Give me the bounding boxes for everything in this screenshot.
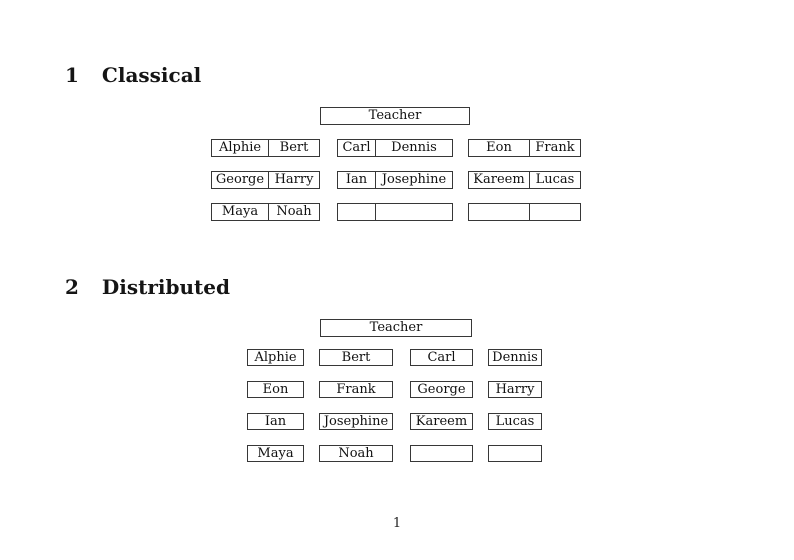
section-title: Classical (101, 63, 202, 87)
seat: Alphie (212, 140, 269, 156)
seat: Maya (212, 204, 269, 220)
seat-empty (530, 204, 580, 220)
distributed-seat: Josephine (319, 413, 393, 430)
seat: Ian (338, 172, 376, 188)
seat: Noah (276, 204, 312, 219)
classical-desk: Alphie Bert (211, 139, 320, 157)
distributed-seat: George (410, 381, 473, 398)
seat-empty (469, 204, 530, 220)
seat: Frank (535, 140, 575, 155)
distributed-seat: Noah (319, 445, 393, 462)
classical-teacher-box: Teacher (320, 107, 470, 125)
classical-desk: Kareem Lucas (468, 171, 581, 189)
classical-desk-empty (337, 203, 453, 221)
distributed-teacher-box: Teacher (320, 319, 472, 337)
seat: Harry (274, 172, 314, 187)
seat: Josephine (381, 172, 447, 187)
section-heading-classical: 1 Classical (65, 63, 201, 87)
distributed-seat: Frank (319, 381, 393, 398)
classical-teacher-label: Teacher (368, 108, 422, 123)
page-number: 1 (392, 516, 402, 531)
seat: Bert (279, 140, 309, 155)
section-heading-distributed: 2 Distributed (65, 275, 230, 299)
classical-desk: Ian Josephine (337, 171, 453, 189)
distributed-seat: Kareem (410, 413, 473, 430)
classical-desk: Carl Dennis (337, 139, 453, 157)
distributed-seat: Carl (410, 349, 473, 366)
seat: Eon (469, 140, 530, 156)
distributed-seat-empty (488, 445, 542, 462)
seat: Lucas (535, 172, 575, 187)
section-number: 2 (65, 275, 79, 299)
distributed-seat: Bert (319, 349, 393, 366)
distributed-seat: Dennis (488, 349, 542, 366)
distributed-seat: Lucas (488, 413, 542, 430)
classical-desk: George Harry (211, 171, 320, 189)
seat: George (212, 172, 269, 188)
distributed-seat: Eon (247, 381, 304, 398)
classical-desk-empty (468, 203, 581, 221)
classical-desk: Eon Frank (468, 139, 581, 157)
distributed-seat: Harry (488, 381, 542, 398)
distributed-seat: Ian (247, 413, 304, 430)
distributed-teacher-label: Teacher (369, 320, 423, 335)
seat-empty (338, 204, 376, 220)
seat: Carl (338, 140, 376, 156)
seat: Dennis (391, 140, 437, 155)
section-title: Distributed (101, 275, 230, 299)
seat: Kareem (469, 172, 530, 188)
distributed-seat-empty (410, 445, 473, 462)
distributed-seat: Maya (247, 445, 304, 462)
section-number: 1 (65, 63, 79, 87)
classical-desk: Maya Noah (211, 203, 320, 221)
seat-empty (376, 204, 452, 220)
distributed-seat: Alphie (247, 349, 304, 366)
